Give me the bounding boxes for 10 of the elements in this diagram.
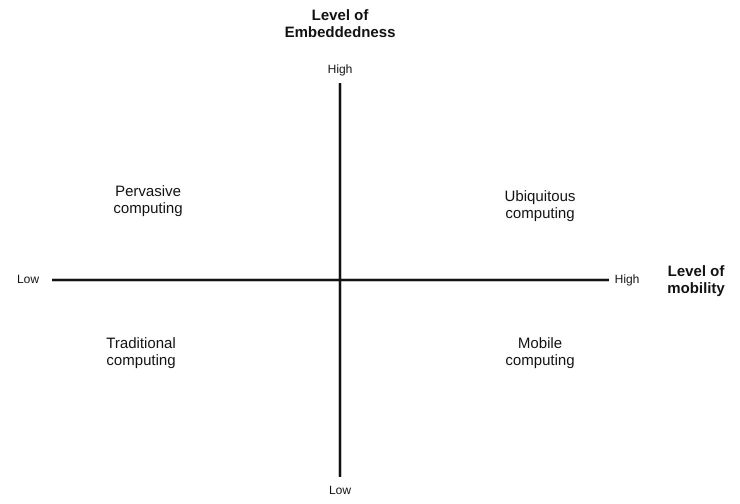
axis-title: Level of Embeddedness bbox=[284, 6, 396, 42]
quadrant-label: Traditional computing bbox=[105, 334, 177, 370]
axis-title: Level of mobility bbox=[666, 262, 726, 298]
tick-label: High bbox=[326, 63, 354, 77]
tick-label: Low bbox=[16, 273, 40, 287]
tick-label: High bbox=[614, 273, 640, 287]
quadrant-label: Ubiquitous computing bbox=[504, 188, 576, 222]
quadrant-label: Mobile computing bbox=[504, 334, 576, 370]
quadrant-label: Pervasive computing bbox=[112, 182, 184, 218]
tick-label: Low bbox=[328, 484, 352, 498]
